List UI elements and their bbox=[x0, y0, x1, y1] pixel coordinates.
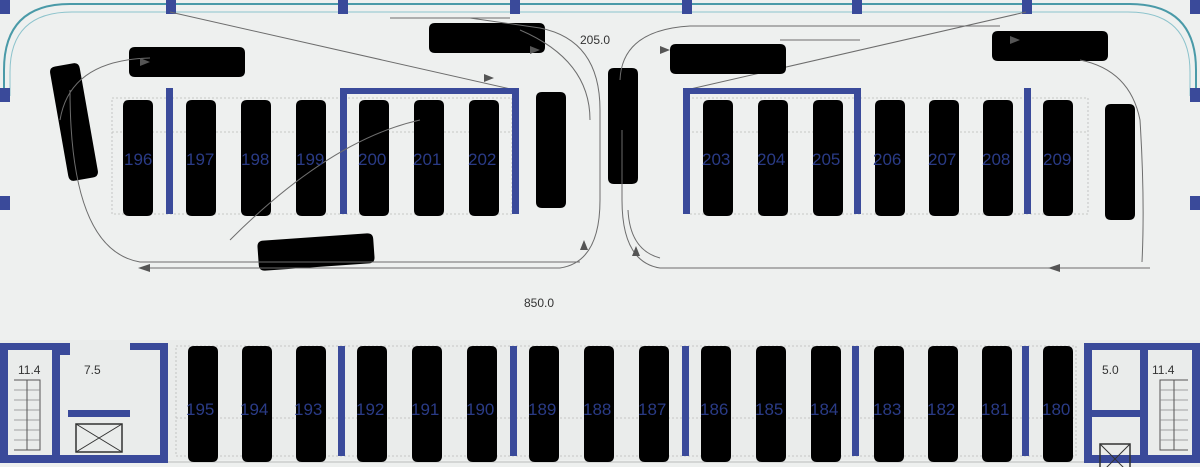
arrow-icon bbox=[1048, 264, 1060, 272]
right-lift-dimension: 5.0 bbox=[1102, 363, 1119, 377]
guide-line bbox=[169, 11, 516, 91]
driving-routes bbox=[59, 17, 1150, 272]
spot-number: 199 bbox=[296, 150, 324, 169]
spot-number: 202 bbox=[468, 150, 496, 169]
top-wall-columns bbox=[0, 0, 1200, 210]
spot-number: 184 bbox=[810, 400, 838, 419]
spot-number: 191 bbox=[411, 400, 439, 419]
spot-number: 192 bbox=[356, 400, 384, 419]
arrow-icon bbox=[580, 240, 588, 250]
spot-number: 198 bbox=[241, 150, 269, 169]
right-stair-dimension: 11.4 bbox=[1152, 363, 1175, 377]
spot-number: 187 bbox=[638, 400, 666, 419]
right-stairs bbox=[1159, 379, 1188, 451]
spot-number: 193 bbox=[294, 400, 322, 419]
spot-number: 188 bbox=[583, 400, 611, 419]
top-width-dimension: 205.0 bbox=[580, 33, 610, 47]
spot-number: 180 bbox=[1042, 400, 1070, 419]
total-length-dimension: 850.0 bbox=[524, 296, 554, 310]
spot-number: 182 bbox=[927, 400, 955, 419]
outer-border-curve bbox=[3, 3, 1197, 96]
inner-border-curve bbox=[9, 11, 1191, 96]
bottom-row-spot-numbers: 195 194 193 192 191 190 189 188 187 186 … bbox=[186, 400, 1070, 419]
spot-number: 209 bbox=[1043, 150, 1071, 169]
spot-number: 190 bbox=[466, 400, 494, 419]
bottom-stall-outlines bbox=[175, 345, 1077, 457]
left-lift bbox=[68, 410, 130, 453]
arrow-icon bbox=[660, 46, 670, 54]
arrow-icon bbox=[530, 46, 540, 54]
spot-number: 207 bbox=[928, 150, 956, 169]
spot-number: 205 bbox=[812, 150, 840, 169]
left-stairs bbox=[14, 379, 41, 451]
arrow-icon bbox=[632, 246, 640, 256]
top-row-walls bbox=[166, 88, 1031, 214]
guide-line bbox=[685, 11, 1027, 91]
arrow-icon bbox=[484, 74, 494, 82]
spot-number: 208 bbox=[982, 150, 1010, 169]
spot-number: 189 bbox=[528, 400, 556, 419]
spot-number: 201 bbox=[413, 150, 441, 169]
bottom-row-walls bbox=[0, 343, 1200, 463]
right-lift bbox=[1092, 410, 1140, 467]
spot-number: 183 bbox=[873, 400, 901, 419]
arrow-icon bbox=[140, 58, 150, 66]
arrow-icon bbox=[1010, 36, 1020, 44]
left-lift-dimension: 7.5 bbox=[84, 363, 101, 377]
arrow-icon bbox=[138, 264, 150, 272]
spot-number: 185 bbox=[755, 400, 783, 419]
spot-number: 186 bbox=[700, 400, 728, 419]
spot-number: 194 bbox=[240, 400, 268, 419]
spot-number: 204 bbox=[757, 150, 785, 169]
spot-number: 181 bbox=[981, 400, 1009, 419]
spot-number: 203 bbox=[702, 150, 730, 169]
spot-number: 196 bbox=[124, 150, 152, 169]
spot-number: 200 bbox=[358, 150, 386, 169]
top-row-spot-numbers: 196 197 198 199 200 201 202 203 204 205 … bbox=[124, 150, 1071, 169]
spot-number: 195 bbox=[186, 400, 214, 419]
spot-number: 197 bbox=[186, 150, 214, 169]
spot-number: 206 bbox=[873, 150, 901, 169]
left-stair-dimension: 11.4 bbox=[18, 363, 41, 377]
